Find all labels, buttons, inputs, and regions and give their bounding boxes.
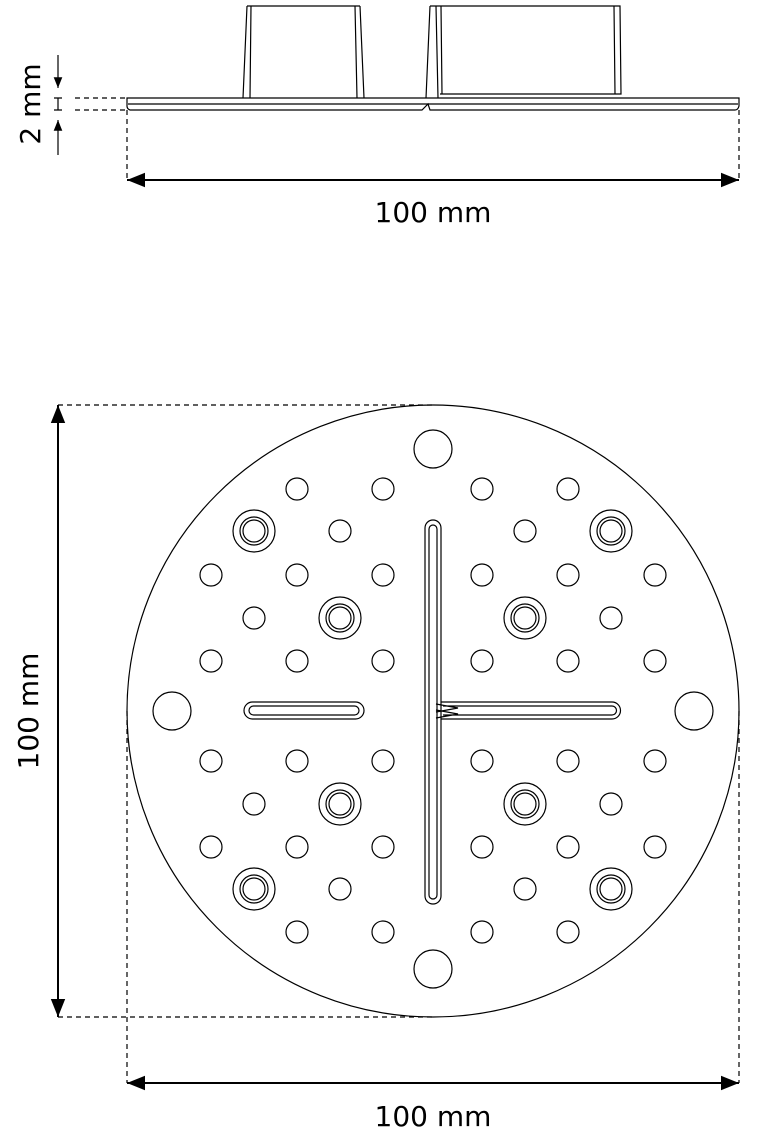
ringed-hole — [318, 596, 362, 640]
drain-hole — [242, 792, 266, 816]
cross-slots — [243, 519, 622, 905]
ringed-hole — [232, 867, 276, 911]
mounting-hole — [413, 429, 453, 469]
top-height-label: 100 mm — [12, 653, 45, 770]
drain-hole — [199, 749, 223, 773]
drain-hole — [556, 920, 580, 944]
drain-hole — [643, 563, 667, 587]
drain-hole — [199, 649, 223, 673]
drain-hole — [242, 606, 266, 630]
mounting-hole — [413, 949, 453, 989]
drain-hole — [371, 749, 395, 773]
drain-hole — [556, 649, 580, 673]
drain-hole — [643, 835, 667, 859]
drain-hole — [470, 563, 494, 587]
side-view — [53, 5, 740, 188]
drain-hole — [513, 519, 537, 543]
ringed-hole — [589, 867, 633, 911]
drain-hole — [599, 792, 623, 816]
ringed-hole — [232, 509, 276, 553]
drain-hole — [556, 835, 580, 859]
drain-hole — [599, 606, 623, 630]
drain-hole — [643, 749, 667, 773]
drain-hole — [371, 477, 395, 501]
left-block — [242, 5, 365, 99]
drain-hole — [556, 477, 580, 501]
ringed-hole — [503, 596, 547, 640]
thickness-label: 2 mm — [14, 63, 47, 144]
drain-hole — [556, 749, 580, 773]
drain-hole — [285, 477, 309, 501]
drain-hole — [513, 877, 537, 901]
drain-hole — [371, 835, 395, 859]
hole-pattern — [152, 429, 714, 989]
drain-hole — [556, 563, 580, 587]
drain-hole — [285, 649, 309, 673]
mounting-hole — [152, 691, 192, 731]
drain-hole — [285, 920, 309, 944]
drain-hole — [285, 749, 309, 773]
ringed-hole — [589, 509, 633, 553]
ringed-hole — [318, 782, 362, 826]
drain-hole — [328, 877, 352, 901]
plate-outline — [126, 404, 740, 1018]
drain-hole — [285, 835, 309, 859]
left-slot — [243, 701, 365, 720]
top-view — [50, 404, 740, 1091]
drain-hole — [371, 920, 395, 944]
top-dimensions — [58, 404, 740, 1083]
thickness-marker — [54, 97, 62, 111]
drain-hole — [470, 920, 494, 944]
drain-hole — [643, 649, 667, 673]
drain-hole — [328, 519, 352, 543]
right-slot — [435, 701, 622, 720]
top-width-label: 100 mm — [375, 1100, 492, 1133]
base-plate — [126, 97, 740, 111]
side-width-label: 100 mm — [375, 196, 492, 229]
ringed-hole — [503, 782, 547, 826]
drain-hole — [470, 649, 494, 673]
drain-hole — [285, 563, 309, 587]
drain-hole — [199, 563, 223, 587]
mounting-hole — [674, 691, 714, 731]
drain-hole — [371, 563, 395, 587]
drain-hole — [470, 477, 494, 501]
drain-hole — [371, 649, 395, 673]
right-block — [425, 5, 622, 99]
drain-hole — [470, 835, 494, 859]
vertical-slot — [424, 519, 442, 905]
drain-hole — [470, 749, 494, 773]
drain-hole — [199, 835, 223, 859]
